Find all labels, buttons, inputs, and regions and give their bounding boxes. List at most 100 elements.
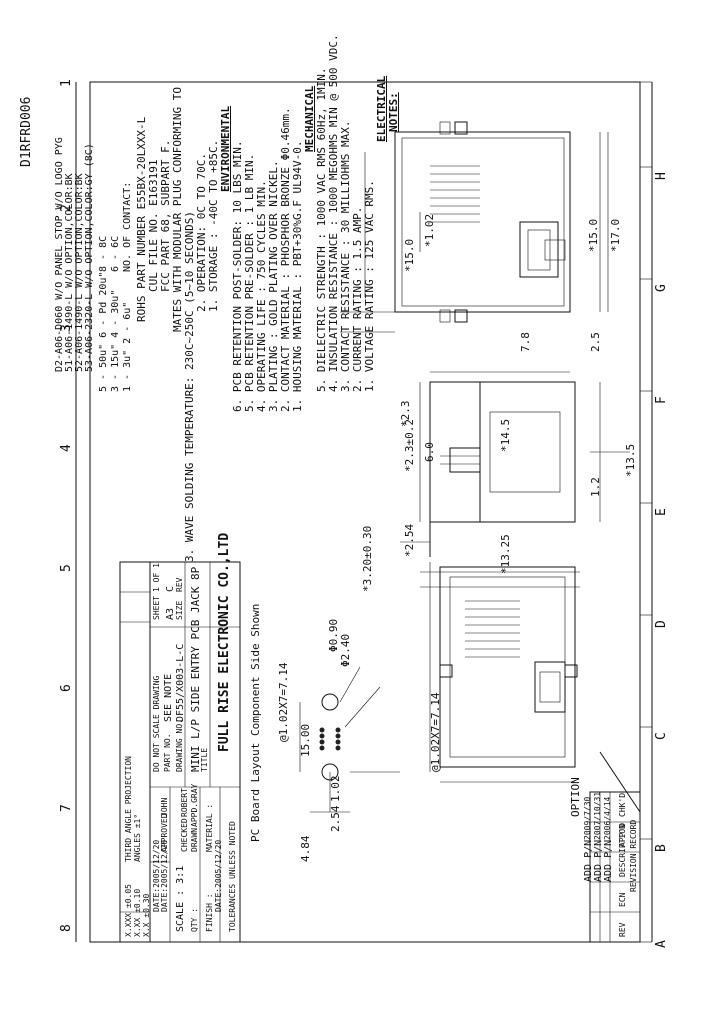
drawing-no: DF55/X003-L-C — [175, 643, 186, 722]
dim-4-84: 4.84 — [299, 835, 312, 863]
approval-1-name: APPD.GRAY — [190, 783, 199, 827]
rev-header-ecn: ECN — [618, 892, 627, 907]
row-label-h: H — [654, 172, 669, 180]
qty-label: QTY : — [190, 907, 199, 932]
variant-1: 53-A06-2320-L W/O OPTION,COLOR:GY (8C) — [84, 143, 95, 372]
environmental-line-1: 1. STORAGE : -40C TO +85C. — [207, 139, 220, 312]
contact-option-4: 3 - 15u" 4 - 30u" — [110, 289, 121, 392]
drawing-title: MINI L/P SIDE ENTRY PCB JACK 8P — [189, 566, 202, 772]
dim-13-25: *13.25 — [499, 534, 512, 574]
contact-option-1: 6 - 6C — [110, 235, 121, 272]
dim-13-5: *13.5 — [624, 443, 637, 477]
tolerance-header: TOLERANCES UNLESS NOTED — [228, 821, 237, 932]
dim-15-00: 15.00 — [299, 723, 312, 757]
dim-15-0-a: *15.0 — [587, 218, 600, 252]
title-block-grid — [119, 561, 241, 943]
tolerance-2: X.XX ±0.10 — [133, 888, 142, 937]
approval-1-date: DATE:2005/12/20 — [160, 839, 169, 912]
approval-3-name: JOHN — [160, 797, 169, 817]
rev-header-rev: REV — [618, 922, 627, 937]
side-view-outline — [429, 381, 576, 557]
option-label: OPTION — [569, 777, 582, 817]
dim-17-0: *17.0 — [609, 218, 622, 252]
row-label-e: E — [654, 508, 669, 516]
electrical-line-3: 3. CONTACT RESISTANCE : 30 MILLIOHMS MAX… — [339, 120, 352, 392]
dim-1-2: 1.2 — [589, 477, 602, 497]
dim-1-02-pcb: 1.02 — [329, 775, 342, 803]
electrical-line-4: 4. INSULATION RESISTANCE : 1000 MEGOHMS … — [327, 34, 340, 392]
dim-1-02: *1.02 — [423, 213, 436, 247]
part-no: SEE NOTE — [163, 673, 174, 722]
col-label-7: 7 — [59, 804, 74, 812]
environmental-line-2: 2. OPERATION: 0C TO 70C. — [195, 153, 208, 312]
row-label-g: G — [654, 284, 669, 292]
rohs-line: ROHS PART NUMBER E55BX-20LXXX-L — [135, 116, 148, 322]
contact-option-5: 5 - 50u" 6 - Pd 20u" — [98, 271, 109, 392]
col-label-1: 1 — [59, 79, 74, 87]
dim-2-3-tol: *2.3±0.2 — [403, 419, 416, 472]
rev-header-appd: APP'D — [618, 822, 627, 847]
do-not-scale: DO NOT SCALE DRAWING — [152, 675, 161, 772]
dim-7-8: 7.8 — [519, 332, 532, 352]
electrical-line-1: 1. VOLTAGE RATING : 125 VAC RMS. — [363, 180, 376, 392]
electrical-line-5: 5. DIELECTRIC STRENGTH : 1000 VAC RMS 60… — [315, 67, 328, 392]
tolerance-3: X.XXX ±0.05 — [124, 884, 133, 937]
row-tick-marks — [640, 81, 652, 943]
front-view-contacts — [465, 600, 520, 658]
approval-2-date: DATE:2005/12/20 — [152, 839, 161, 912]
side-view-dimension-lines — [400, 371, 630, 588]
electrical-line-2: 2. CURRENT RATING : 1.5 AMP. — [351, 206, 364, 392]
cul-line: CUL FILE NO. E163191 — [147, 159, 160, 292]
sheet-value: 1 OF 1 — [152, 563, 161, 592]
rev-row-1-date: 2006/4/14 — [603, 796, 612, 840]
tolerance-4: ANGLES ±1° — [133, 813, 142, 862]
dim-phi-2-40: Φ2.40 — [339, 633, 352, 667]
mates-line: MATES WITH MODULAR PLUG CONFORMING TO — [171, 86, 184, 332]
row-label-d: D — [654, 620, 669, 628]
dim-pitch-pcb: @1.02X7=7.14 — [277, 662, 290, 742]
third-angle: THIRD ANGLE PROJECTION — [124, 756, 133, 862]
rev-value: C — [165, 585, 176, 592]
dim-15-0-b: *15.0 — [403, 238, 416, 272]
col-label-4: 4 — [59, 444, 74, 452]
electrical-heading: ELECTRICAL — [375, 75, 388, 142]
front-view-dimension-lines — [429, 562, 641, 813]
approval-1-role: DRAWN — [190, 827, 199, 852]
row-label-b: B — [654, 844, 669, 852]
top-view-dimension-lines — [340, 132, 609, 333]
approval-2-name: ROBERT — [180, 788, 189, 817]
contact-option-2: 8 - 8C — [98, 235, 109, 272]
top-view-contacts — [430, 165, 480, 223]
rev-row-3-desc: ADD P/N — [583, 839, 594, 882]
dim-2-5: 2.5 — [589, 332, 602, 352]
rev-row-1-desc: ADD P/N — [603, 839, 614, 882]
rev-row-2-date: 2007/10/31 — [593, 791, 602, 840]
rev-label: REV — [175, 577, 184, 592]
border-frame — [89, 81, 641, 943]
contact-option-3: 1 - 3u" 2 - 6u" — [122, 301, 133, 392]
mechanical-line-2: 2. CONTACT MATERIAL : PHOSPHOR BRONZE Φ0… — [279, 107, 292, 412]
variant-3: 51-A06-1490-L W/O OPTION,COLOR:BK — [64, 173, 75, 372]
environmental-line-3: 3. WAVE SOLDING TEMPERATURE: 230C~250C (… — [183, 211, 196, 562]
notes-heading: NOTES: — [387, 92, 400, 132]
environmental-heading: ENVIRONMENTAL — [219, 105, 232, 192]
mechanical-line-3: 3. PLATING : GOLD PLATING OVER NICKEL. — [267, 160, 280, 412]
approval-2-role: CHECKED — [180, 818, 189, 852]
mechanical-line-5: 5. PCB RETENTION PRE-SOLDER : 1 LB MIN. — [243, 153, 256, 412]
drawing-code: D1RFRD006 — [19, 96, 34, 167]
revision-title: REVISION RECORD — [629, 819, 638, 892]
row-label-a: A — [654, 940, 669, 948]
material-label: MATERIAL : — [205, 803, 214, 852]
fcc-line: FCC PART 68, SUBPART F. — [159, 139, 172, 292]
rev-row-2-desc: ADD P/N — [593, 839, 604, 882]
top-view-outline — [394, 121, 571, 323]
row-label-f: F — [654, 396, 669, 404]
approval-3-date: DATE:2005/12/20 — [214, 839, 223, 912]
pcb-layout — [299, 666, 400, 813]
dim-3-20: *3.20±0.30 — [361, 525, 374, 592]
mechanical-line-6: 6. PCB RETENTION POST-SOLDER: 10 LBS MIN… — [231, 140, 244, 412]
dim-2-54: *2.54 — [403, 523, 416, 557]
dim-2-54-pcb: 2.54 — [329, 805, 342, 833]
